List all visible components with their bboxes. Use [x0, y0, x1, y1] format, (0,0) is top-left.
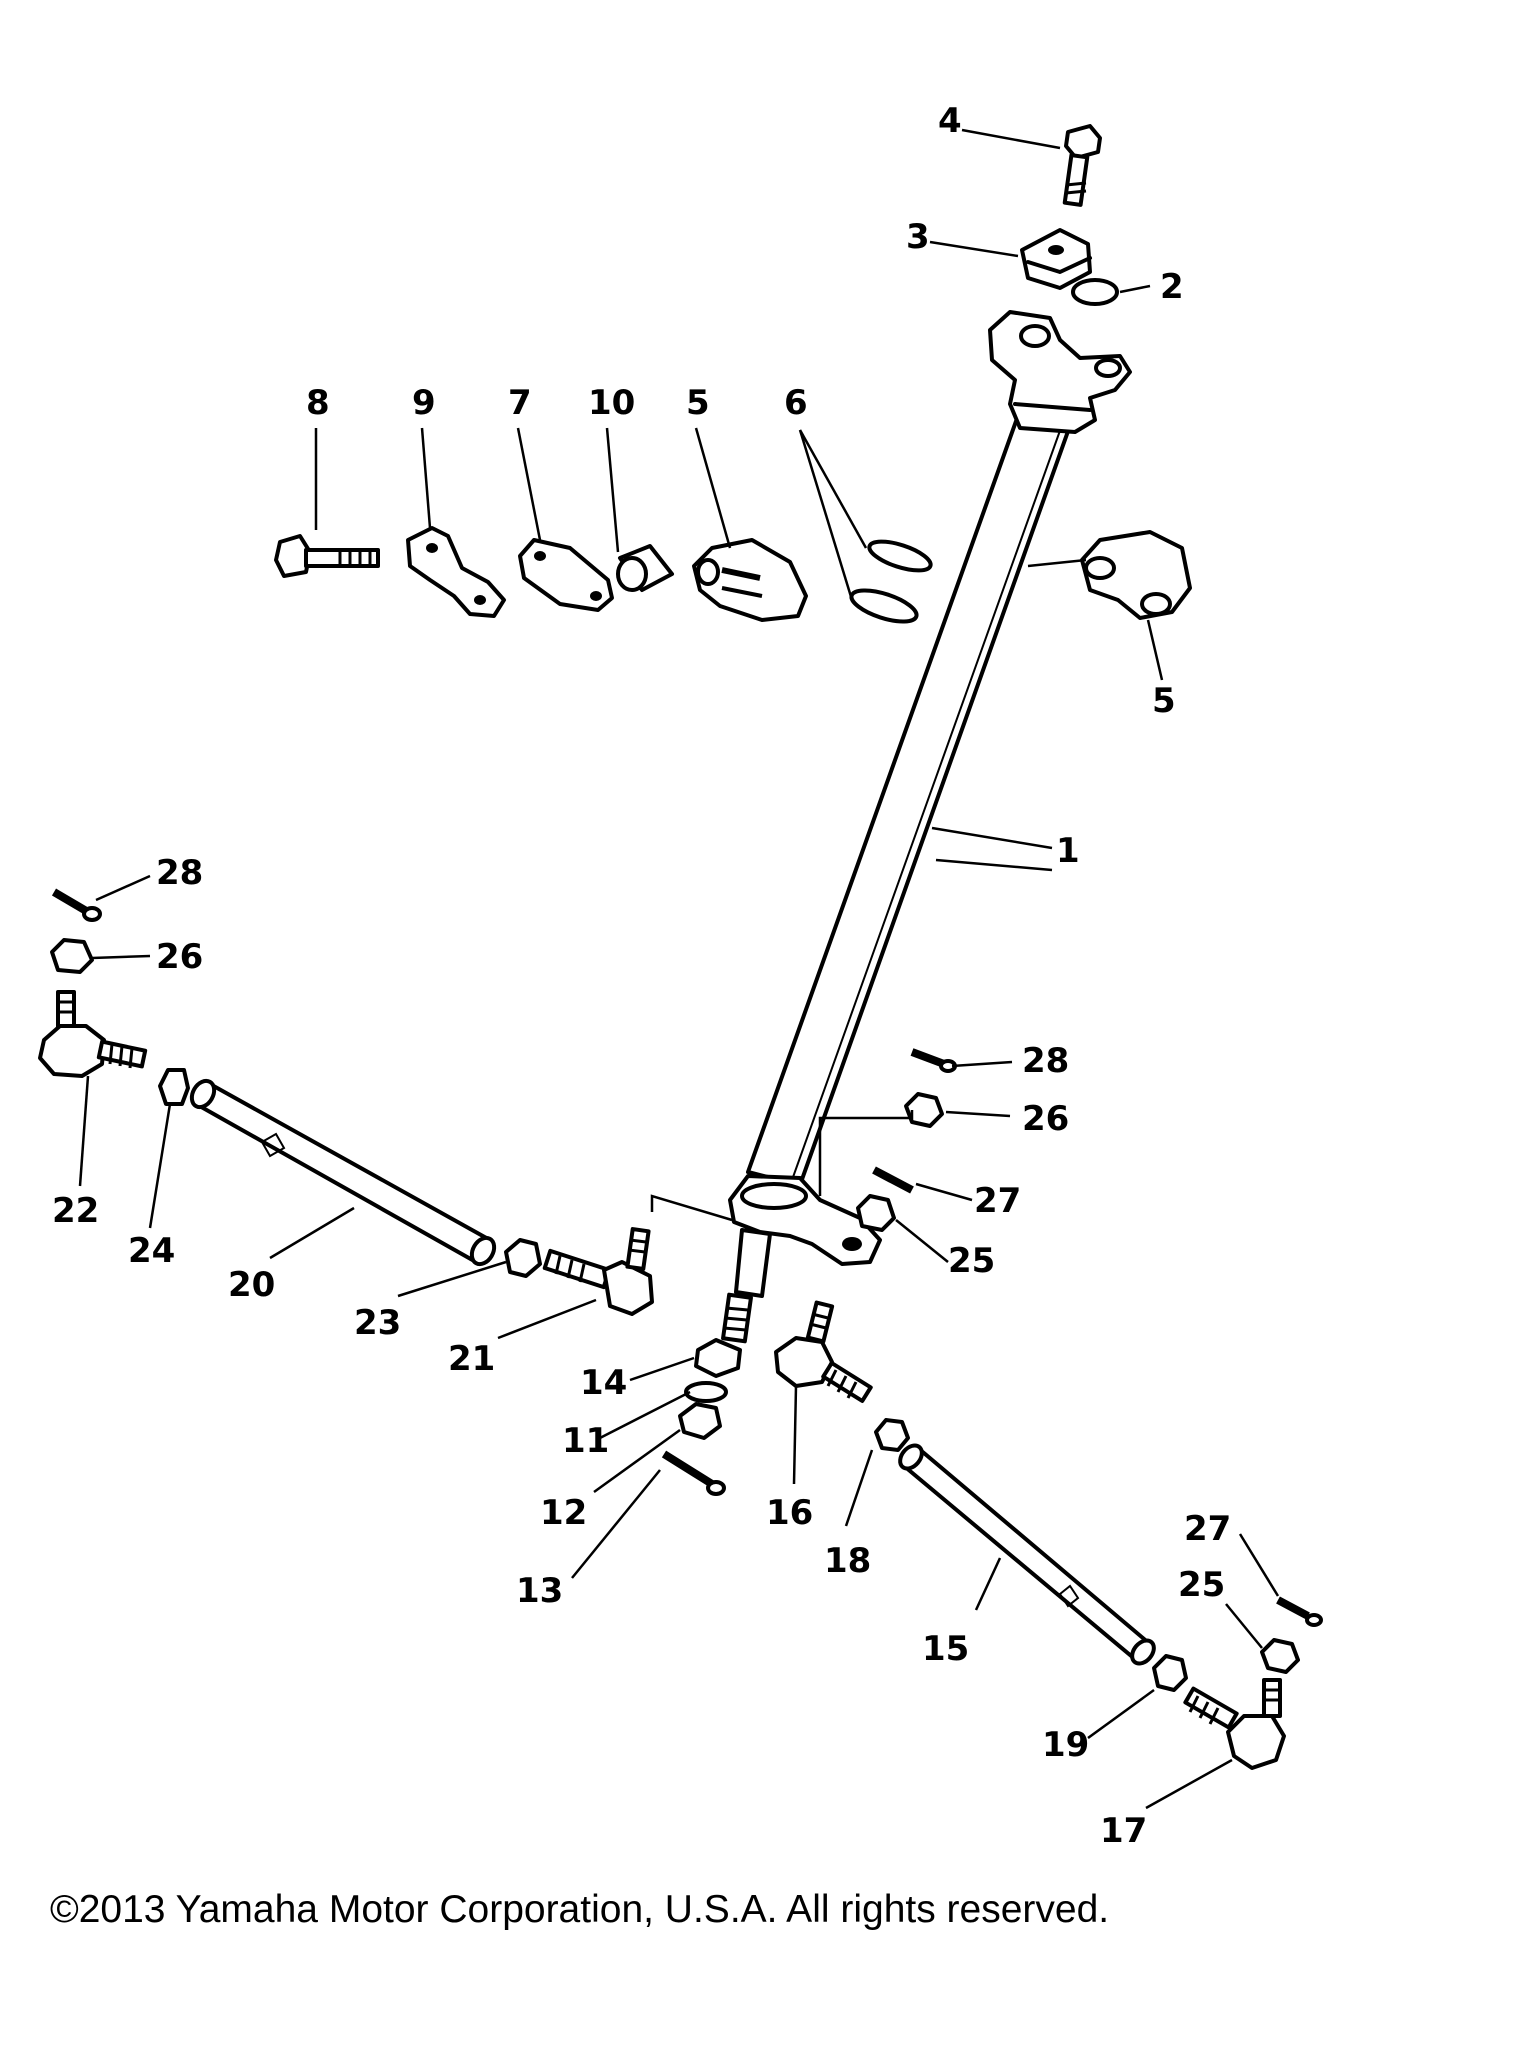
part-17-tie-rod-end — [1183, 1678, 1286, 1770]
part-25-castle-nut — [856, 1194, 896, 1232]
callout-8: 8 — [306, 383, 330, 423]
part-20-tie-rod-tube — [189, 1078, 497, 1267]
part-14-washer — [694, 1338, 742, 1378]
part-5-clamp-half-left — [692, 538, 808, 622]
callout-27: 27 — [974, 1181, 1021, 1221]
callout-9: 9 — [412, 383, 436, 423]
part-9-lock-plate — [406, 526, 506, 618]
part-21-tie-rod-end — [542, 1227, 654, 1316]
part-4-bolt — [1062, 124, 1102, 207]
callout-25-lower: 25 — [1178, 1565, 1225, 1605]
part-5-clamp-half-right — [1080, 530, 1192, 620]
callout-11: 11 — [562, 1421, 609, 1461]
callout-4: 4 — [938, 101, 962, 141]
part-27-cotter-pin-lower — [1276, 1596, 1323, 1627]
part-19-nut — [1152, 1654, 1188, 1692]
callout-28-right: 28 — [1022, 1041, 1069, 1081]
part-26-castle-nut-right — [904, 1092, 944, 1128]
copyright-notice: ©2013 Yamaha Motor Corporation, U.S.A. A… — [50, 1888, 1110, 1931]
part-23-nut — [504, 1238, 542, 1278]
callout-12: 12 — [540, 1493, 587, 1533]
callout-13: 13 — [516, 1571, 563, 1611]
part-12-castle-nut — [678, 1402, 722, 1440]
callout-15: 15 — [922, 1629, 969, 1669]
callout-28-left: 28 — [156, 853, 203, 893]
part-18-nut — [874, 1418, 910, 1452]
callout-25: 25 — [948, 1241, 995, 1281]
callout-23: 23 — [354, 1303, 401, 1343]
callout-5-right: 5 — [1152, 681, 1176, 721]
pitman-arm — [721, 1174, 882, 1344]
callout-14: 14 — [580, 1363, 627, 1403]
part-13-cotter-pin — [661, 1450, 726, 1496]
callout-21: 21 — [448, 1339, 495, 1379]
callout-10: 10 — [588, 383, 635, 423]
part-28-cotter-pin-right — [910, 1048, 957, 1073]
callout-19: 19 — [1042, 1725, 1089, 1765]
callout-26-right: 26 — [1022, 1099, 1069, 1139]
steering-shaft-top-bracket — [988, 310, 1132, 434]
callout-22: 22 — [52, 1191, 99, 1231]
steering-exploded-diagram: 1 2 3 4 5 5 6 7 8 9 10 11 12 13 14 15 16… — [38, 101, 1323, 1851]
part-28-cotter-pin-left — [51, 888, 102, 922]
part-26-castle-nut-left — [50, 938, 94, 974]
part-7-plate — [518, 538, 614, 612]
callout-3: 3 — [906, 217, 930, 257]
callout-6: 6 — [784, 383, 808, 423]
callout-1: 1 — [1056, 831, 1080, 871]
part-6-rings — [849, 539, 933, 624]
part-3-clamp-block — [1020, 228, 1092, 290]
part-11-spring-washer — [684, 1381, 728, 1403]
leader-lines — [78, 128, 1280, 1810]
part-16-tie-rod-end — [774, 1300, 873, 1403]
part-15-tie-rod-tube — [898, 1443, 1156, 1666]
part-27-cotter-pin — [872, 1166, 914, 1194]
part-10-bushing — [616, 544, 674, 592]
part-2-cap — [1071, 278, 1119, 306]
part-24-nut — [158, 1068, 190, 1106]
part-25-castle-nut-lower — [1260, 1638, 1300, 1674]
callout-20: 20 — [228, 1265, 275, 1305]
callout-5-left: 5 — [686, 383, 710, 423]
callout-18: 18 — [824, 1541, 871, 1581]
callout-27-lower: 27 — [1184, 1509, 1231, 1549]
part-8-bolt — [274, 534, 380, 578]
part-22-tie-rod-end — [38, 990, 148, 1078]
callout-2: 2 — [1160, 267, 1184, 307]
callout-16: 16 — [766, 1493, 813, 1533]
callout-24: 24 — [128, 1231, 175, 1271]
callout-labels: 1 2 3 4 5 5 6 7 8 9 10 11 12 13 14 15 16… — [52, 101, 1231, 1851]
callout-17: 17 — [1100, 1811, 1147, 1851]
callout-26-left: 26 — [156, 937, 203, 977]
callout-7: 7 — [508, 383, 532, 423]
